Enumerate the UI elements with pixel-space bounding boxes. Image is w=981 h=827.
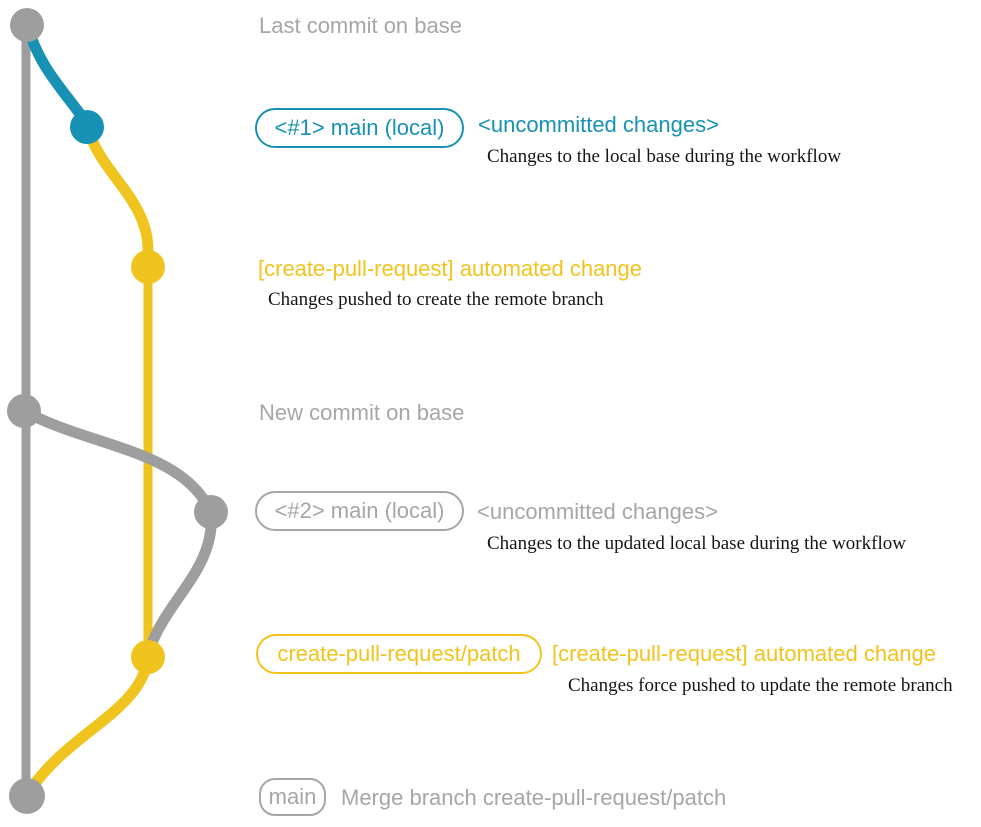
branch-badge-main-label: main <box>268 784 317 809</box>
branch-badge-main: main <box>259 778 326 816</box>
commit-node-uncommitted-2 <box>194 495 228 529</box>
merge-curve <box>23 652 154 798</box>
branch-badge-create-pull-request-patch: create-pull-request/patch <box>256 634 542 674</box>
commit-message-automated-change-2: [create-pull-request] automated change <box>552 641 937 666</box>
description-uncommitted-changes-1: Changes to the local base during the wor… <box>487 146 842 167</box>
commit-node-automated-change-1 <box>131 250 165 284</box>
status-uncommitted-changes-2: <uncommitted changes> <box>477 499 718 524</box>
uncommitted-branch-curve-1 <box>21 19 92 128</box>
description-automated-change-2: Changes force pushed to update the remot… <box>568 675 953 696</box>
branch-badge-main-local-2-label: <#2> main (local) <box>274 498 445 523</box>
commit-node-new-commit-on-base <box>7 394 41 428</box>
status-uncommitted-changes-1: <uncommitted changes> <box>478 112 719 137</box>
remote-branch-curve-top <box>81 119 154 256</box>
commit-message-merge: Merge branch create-pull-request/patch <box>341 785 727 810</box>
branch-badge-create-pull-request-patch-label: create-pull-request/patch <box>277 641 521 666</box>
description-automated-change-1: Changes pushed to create the remote bran… <box>268 289 604 310</box>
updated-base-branch-curve <box>18 405 217 654</box>
annotation-new-commit-on-base: New commit on base <box>259 400 465 425</box>
annotation-last-commit-on-base: Last commit on base <box>259 13 462 38</box>
branch-badge-main-local-1-label: <#1> main (local) <box>274 115 445 140</box>
commit-node-last-commit-on-base <box>10 8 44 42</box>
commit-message-automated-change-1: [create-pull-request] automated change <box>258 256 643 281</box>
branch-badge-main-local-1: <#1> main (local) <box>255 108 464 148</box>
branch-badge-main-local-2: <#2> main (local) <box>255 491 464 531</box>
commit-node-automated-change-2 <box>131 640 165 674</box>
commit-node-merge-commit <box>9 778 45 814</box>
description-uncommitted-changes-2: Changes to the updated local base during… <box>487 533 906 554</box>
commit-node-uncommitted-1 <box>70 110 104 144</box>
